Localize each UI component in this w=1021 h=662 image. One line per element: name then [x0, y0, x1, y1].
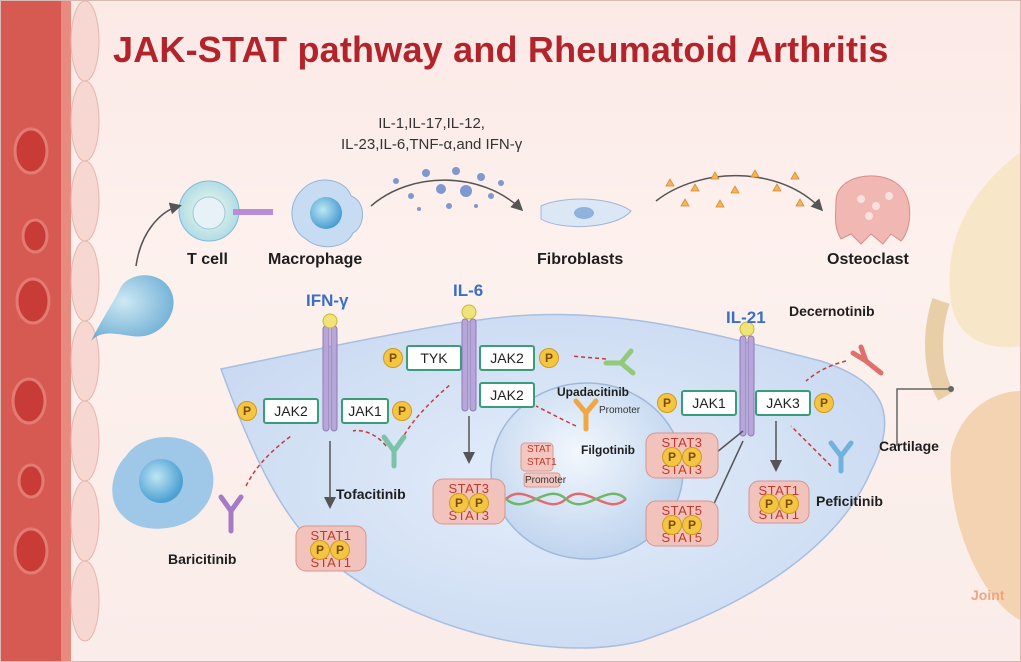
stat1-left-bottom: STAT1: [310, 555, 352, 570]
kinase-jak2-il6-b: JAK2: [479, 382, 535, 408]
joint-cartilage: [925, 298, 954, 401]
stat1-left-top: STAT1: [310, 528, 352, 543]
ifn-receptor: [322, 313, 338, 432]
drug-tofacitinib: Tofacitinib: [336, 486, 406, 502]
stat5-bottom: STAT5: [661, 530, 703, 545]
red-blood-cells: [11, 127, 51, 575]
phospho-stat3-a: P: [449, 493, 469, 513]
kinase-jak3-il21: JAK3: [755, 390, 811, 416]
drug-filgotinib: Filgotinib: [581, 443, 635, 457]
stat3b-top: STAT3: [661, 435, 703, 450]
phospho-jak1-il21: P: [657, 393, 677, 413]
osteoclast-shape: [834, 175, 911, 245]
promoter-box: [523, 472, 561, 488]
label-il-6: IL-6: [453, 281, 484, 300]
stat3-bottom: STAT3: [448, 508, 490, 523]
drug-upadacitinib: Upadacitinib: [557, 385, 630, 399]
label-cartilage: Cartilage: [879, 438, 939, 454]
stat1-right-top: STAT1: [758, 483, 800, 498]
migrating-monocyte: [91, 275, 174, 341]
label-macrophage: Macrophage: [268, 251, 363, 268]
cytokine-list: IL-1,IL-17,IL-12, IL-23,IL-6,TNF-α,and I…: [341, 113, 522, 155]
osteoclast-factors: [665, 169, 805, 208]
cytokine-line-1: IL-1,IL-17,IL-12,: [378, 115, 485, 132]
label-osteoclast: Osteoclast: [827, 251, 909, 268]
phospho-tyk: P: [383, 348, 403, 368]
il21-receptor: [739, 321, 755, 437]
phospho-jak2-ifn: P: [237, 401, 257, 421]
kinase-jak1-ifn: JAK1: [341, 398, 389, 424]
cytokine-line-2: IL-23,IL-6,TNF-α,and IFN-γ: [341, 136, 523, 153]
nuclear-stat-label: STAT: [527, 444, 552, 455]
label-t-cell: T cell: [187, 251, 228, 268]
promoter-label-nucleus: Promoter: [525, 475, 567, 486]
phospho-jak2-il6: P: [539, 348, 559, 368]
page-title: JAK-STAT pathway and Rheumatoid Arthriti…: [113, 29, 889, 70]
phospho-stat3-b: P: [469, 493, 489, 513]
cytokine-particles: [393, 167, 504, 211]
joint-bone-upper: [949, 152, 1020, 348]
promoter-label-upper: Promoter: [599, 405, 641, 416]
phospho-stat3b-b: P: [682, 447, 702, 467]
joint-bone-lower: [950, 391, 1020, 620]
phospho-stat1-left-b: P: [330, 540, 350, 560]
nuclear-stat-dimer: [520, 442, 554, 472]
stat1-right-bottom: STAT1: [758, 507, 800, 522]
kinase-tyk: TYK: [406, 345, 462, 371]
stat5-top: STAT5: [661, 503, 703, 518]
phospho-stat1-left-a: P: [310, 540, 330, 560]
stat3-top: STAT3: [448, 481, 490, 496]
nuclear-stat1-label: STAT1: [527, 457, 557, 468]
drug-antibodies: [218, 344, 884, 534]
drug-peficitinib: Peficitinib: [816, 493, 883, 509]
phospho-stat3b-a: P: [662, 447, 682, 467]
inhibition-lines: [245, 355, 847, 487]
phospho-stat5-b: P: [682, 515, 702, 535]
cartilage-pointer: [896, 388, 951, 446]
kinase-jak2-il6-a: JAK2: [479, 345, 535, 371]
tcell-macrophage-synapse: [233, 209, 273, 215]
label-ifn-gamma: IFN-γ: [306, 291, 349, 310]
vessel-wall: [61, 1, 71, 661]
label-fibroblasts: Fibroblasts: [537, 251, 624, 268]
phospho-stat1-right-a: P: [759, 494, 779, 514]
dna-helix: [505, 492, 627, 506]
phospho-jak1-ifn: P: [392, 401, 412, 421]
label-joint: Joint: [971, 587, 1005, 603]
endothelium: [70, 1, 100, 642]
phospho-stat5-a: P: [662, 515, 682, 535]
phospho-stat1-right-b: P: [779, 494, 799, 514]
phospho-jak3-il21: P: [814, 393, 834, 413]
drug-decernotinib: Decernotinib: [789, 303, 875, 319]
il6-receptor: [461, 304, 477, 412]
drug-baricitinib: Baricitinib: [168, 551, 237, 567]
label-il-21: IL-21: [726, 308, 766, 327]
stat3b-bottom: STAT3: [661, 462, 703, 477]
kinase-jak1-il21: JAK1: [681, 390, 737, 416]
kinase-jak2-ifn: JAK2: [263, 398, 319, 424]
